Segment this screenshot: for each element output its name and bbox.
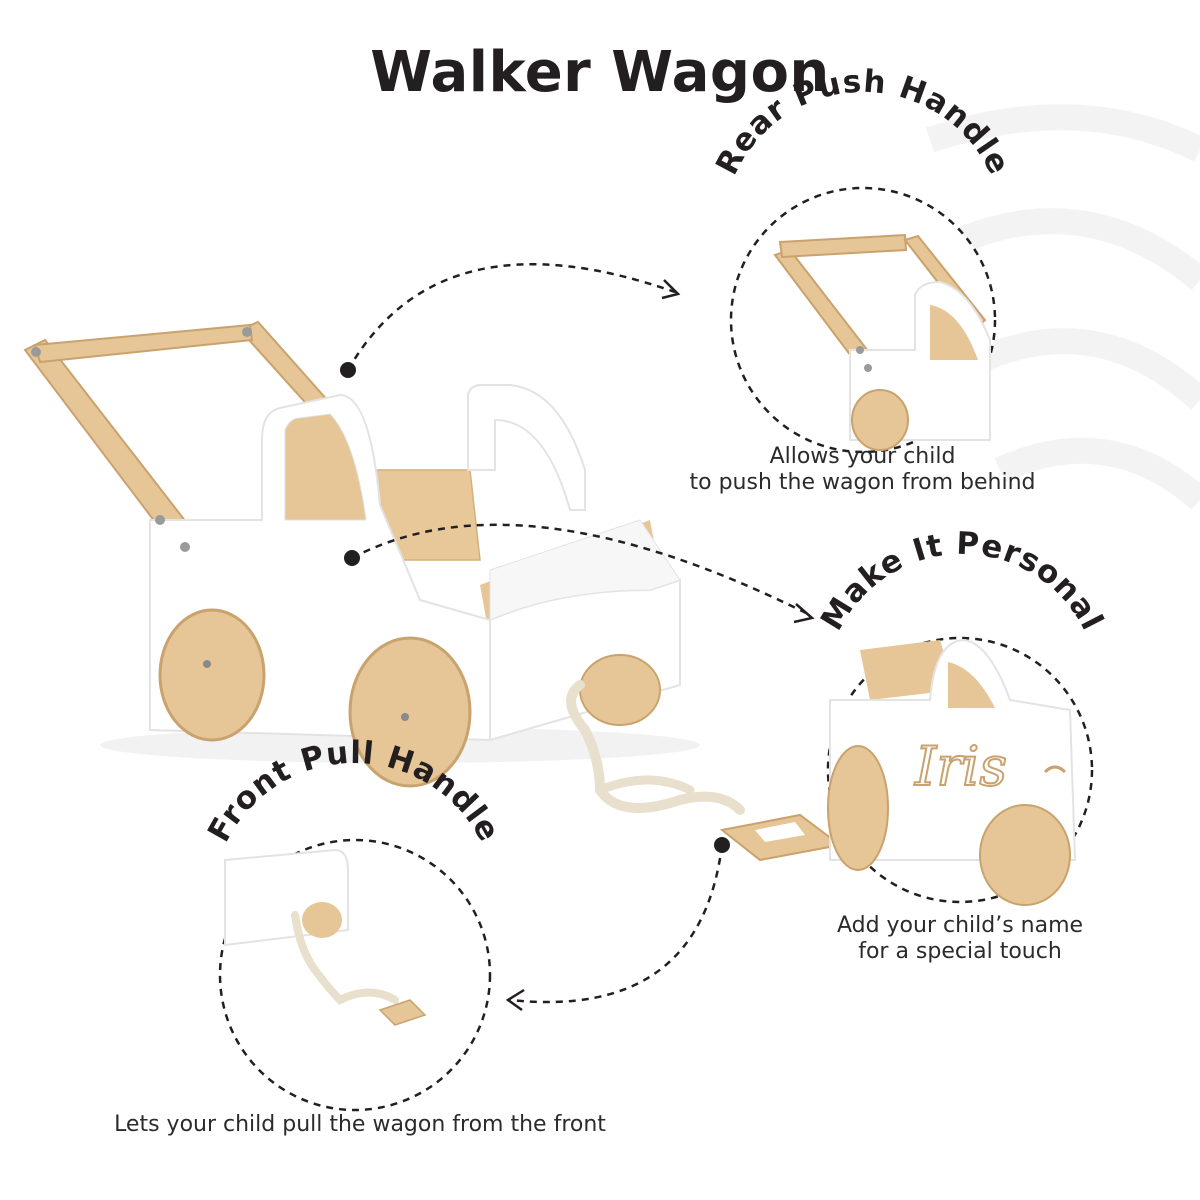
caption-rear-line2: to push the wagon from behind: [689, 470, 1036, 495]
arrow-heads: [505, 279, 815, 1012]
callout-rear-heading: Rear Push Handle: [709, 64, 1017, 181]
arrowhead-personal-icon: [793, 603, 815, 624]
callout-front-pull-handle: Front Pull Handle: [201, 735, 506, 1112]
background-decoration: [925, 104, 1200, 510]
engraved-name: Iris: [914, 735, 1007, 798]
arrow-rear: [346, 262, 676, 371]
page-title: Walker Wagon: [370, 40, 830, 105]
main-wagon-photo: [23, 320, 843, 862]
caption-rear: Allows your child to push the wagon from…: [660, 444, 1065, 496]
connector-arrows: [346, 262, 811, 1004]
arrow-personal: [351, 523, 811, 617]
arrow-front: [509, 844, 724, 1004]
caption-rear-line1: Allows your child: [769, 444, 956, 469]
arrowhead-rear-icon: [661, 279, 681, 300]
callout-rear-push-handle: Rear Push Handle: [709, 64, 1017, 454]
caption-personal-line1: Add your child’s name: [836, 913, 1084, 938]
arrowhead-front-icon: [505, 988, 525, 1012]
caption-personal: Add your child’s name for a special touc…: [800, 913, 1120, 965]
callout-personal-heading: Make It Personal: [814, 526, 1110, 637]
caption-front: Lets your child pull the wagon from the …: [114, 1112, 606, 1137]
callout-make-it-personal: Iris Make It Personal: [814, 526, 1110, 906]
arrow-dots: [340, 362, 730, 853]
caption-personal-line2: for a special touch: [858, 939, 1062, 964]
